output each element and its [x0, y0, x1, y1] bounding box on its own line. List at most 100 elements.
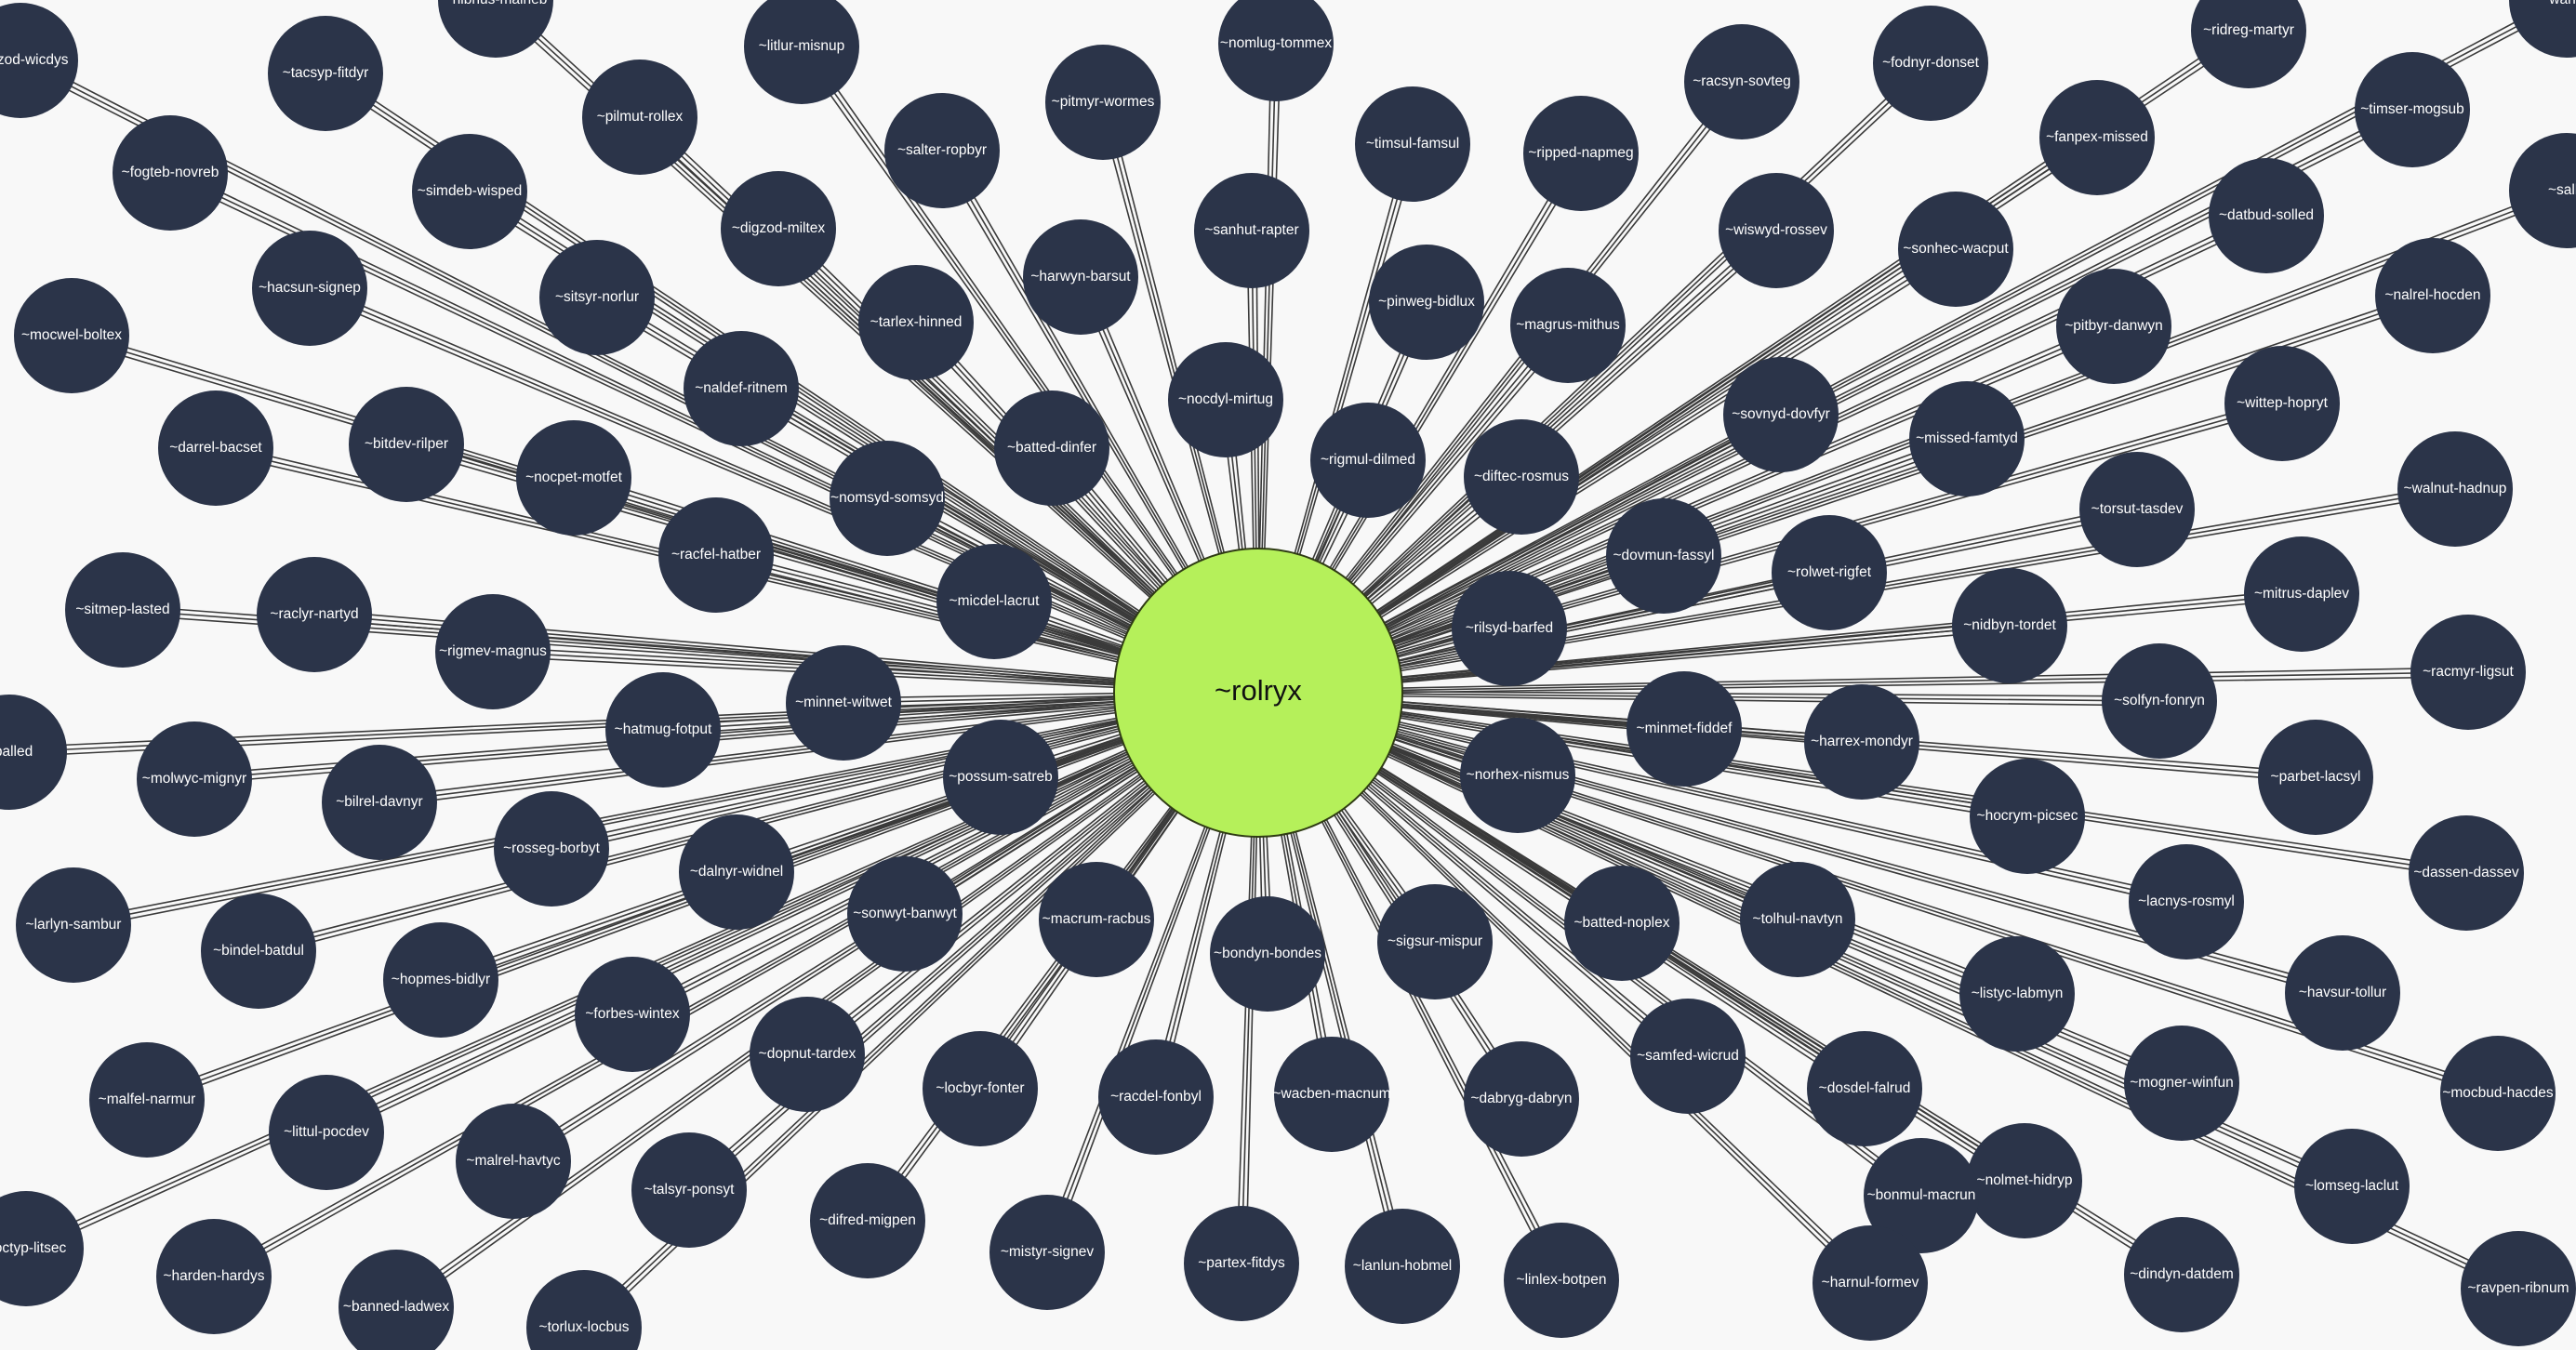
graph-node[interactable]: ~micdel-lacrut [936, 544, 1052, 659]
graph-node-circle[interactable] [1970, 759, 2085, 874]
graph-node[interactable]: ~nidbyn-tordet [1952, 568, 2067, 683]
graph-node-circle[interactable] [156, 1219, 272, 1334]
graph-node-circle[interactable] [137, 721, 252, 837]
graph-node[interactable]: ~diftec-rosmus [1464, 419, 1579, 535]
graph-node-circle[interactable] [989, 1195, 1105, 1310]
graph-node-circle[interactable] [1098, 1039, 1214, 1155]
graph-node[interactable]: ~sovnyd-dovfyr [1723, 357, 1839, 472]
graph-node[interactable]: ~digzod-miltex [721, 171, 836, 286]
graph-node-circle[interactable] [2079, 452, 2195, 567]
graph-node-circle[interactable] [1168, 342, 1283, 457]
graph-node[interactable]: ~dassen-dassev [2409, 815, 2524, 931]
graph-node-circle[interactable] [1377, 884, 1493, 999]
graph-node-circle[interactable] [1194, 173, 1309, 288]
graph-node-circle[interactable] [2285, 935, 2400, 1051]
graph-node-circle[interactable] [438, 0, 553, 58]
graph-node[interactable]: ~bitdev-rilper [349, 387, 464, 502]
graph-node-circle[interactable] [1952, 568, 2067, 683]
graph-node[interactable]: ~malfel-narmur [89, 1042, 205, 1158]
graph-node[interactable]: ~partex-fitdys [1184, 1206, 1299, 1321]
graph-node-circle[interactable] [2244, 536, 2359, 652]
graph-node-circle[interactable] [2461, 1231, 2576, 1346]
graph-node-circle[interactable] [113, 115, 228, 231]
graph-node[interactable]: ~pitmyr-wormes [1045, 45, 1161, 160]
graph-node-circle[interactable] [339, 1250, 454, 1350]
graph-node-circle[interactable] [810, 1163, 925, 1278]
graph-node[interactable]: ~timsul-famsul [1355, 86, 1470, 202]
graph-node[interactable]: ~torsut-tasdev [2079, 452, 2195, 567]
graph-node-circle[interactable] [2056, 269, 2171, 384]
graph-node[interactable]: ~litlur-misnup [744, 0, 859, 104]
graph-node-circle[interactable] [16, 867, 131, 983]
graph-node-circle[interactable] [1864, 1138, 1979, 1253]
graph-node[interactable]: ~batted-dinfer [994, 390, 1109, 506]
graph-node[interactable]: ~minmet-fiddef [1627, 671, 1742, 787]
graph-node[interactable]: ~harwyn-barsut [1023, 219, 1138, 335]
graph-node-circle[interactable] [201, 893, 316, 1009]
graph-node[interactable]: ~difred-migpen [810, 1163, 925, 1278]
graph-node[interactable]: ~sitsyr-norlur [539, 240, 655, 355]
graph-node[interactable]: ~dalnyr-widnel [679, 814, 794, 930]
graph-node[interactable]: ~tolhul-navtyn [1740, 862, 1855, 977]
graph-node-circle[interactable] [1740, 862, 1855, 977]
graph-node-circle[interactable] [1039, 862, 1154, 977]
graph-node[interactable]: ~littul-pocdev [269, 1075, 384, 1190]
graph-node[interactable]: ~lomseg-laclut [2294, 1129, 2410, 1244]
graph-node-circle[interactable] [1510, 268, 1626, 383]
graph-node-circle[interactable] [539, 240, 655, 355]
graph-node-circle[interactable] [1807, 1031, 1922, 1146]
graph-node-circle[interactable] [456, 1104, 571, 1219]
graph-node-circle[interactable] [943, 720, 1058, 835]
graph-node-circle[interactable] [1719, 173, 1834, 288]
graph-node[interactable]: ~nolmet-hidryp [1967, 1123, 2082, 1238]
graph-node[interactable]: ~hacsun-signep [252, 231, 367, 346]
graph-node[interactable]: ~nocpet-motfet [516, 420, 631, 536]
graph-node[interactable]: ~dindyn-datdem [2124, 1217, 2239, 1332]
graph-node[interactable]: ~sonwyt-banwyt [847, 856, 963, 972]
graph-node-circle[interactable] [1184, 1206, 1299, 1321]
graph-node-circle[interactable] [494, 791, 609, 907]
graph-node[interactable]: ~rilsyd-barfed [1452, 571, 1567, 686]
graph-node[interactable]: ~wanfer [2509, 0, 2576, 58]
graph-node[interactable]: ~harnul-formev [1812, 1225, 1928, 1341]
graph-node-circle[interactable] [0, 3, 78, 118]
graph-node-circle[interactable] [2409, 815, 2524, 931]
graph-node-circle[interactable] [383, 922, 498, 1038]
graph-node[interactable]: ~racfel-hatber [658, 497, 774, 613]
graph-node[interactable]: ~nomsyd-somsyd [830, 441, 945, 556]
graph-node[interactable]: ~parbet-lacsyl [2258, 720, 2373, 835]
graph-node[interactable]: ~rigmev-magnus [435, 594, 551, 709]
graph-node[interactable]: ~timser-mogsub [2355, 52, 2470, 167]
graph-node-circle[interactable] [1909, 381, 2025, 496]
graph-node-circle[interactable] [252, 231, 367, 346]
graph-node-circle[interactable] [1606, 498, 1721, 614]
graph-node[interactable]: ~banned-ladwex [339, 1250, 454, 1350]
graph-node-circle[interactable] [2509, 0, 2576, 58]
graph-node-circle[interactable] [1310, 403, 1426, 518]
graph-node[interactable]: ~malrel-havtyc [456, 1104, 571, 1219]
graph-node-circle[interactable] [1772, 515, 1887, 630]
graph-node-circle[interactable] [2224, 346, 2340, 461]
graph-node[interactable]: ~walnut-hadnup [2397, 431, 2513, 547]
graph-node[interactable]: ~dosdel-falrud [1807, 1031, 1922, 1146]
graph-node-circle[interactable] [1627, 671, 1742, 787]
graph-node-circle[interactable] [1023, 219, 1138, 335]
graph-node[interactable]: ~sonhec-wacput [1898, 192, 2013, 307]
graph-node[interactable]: ~pilmut-rollex [582, 60, 697, 175]
graph-node[interactable]: ~hocrym-picsec [1970, 759, 2085, 874]
graph-node[interactable]: ~dopnut-tardex [750, 997, 865, 1112]
graph-node-circle[interactable] [435, 594, 551, 709]
graph-node-circle[interactable] [2102, 643, 2217, 759]
graph-node-circle[interactable] [575, 957, 690, 1072]
graph-node[interactable]: ~mistyr-signev [989, 1195, 1105, 1310]
graph-node[interactable]: ~fanpex-missed [2039, 80, 2155, 195]
graph-node[interactable]: ~locbyr-fonter [923, 1031, 1038, 1146]
graph-node-circle[interactable] [2397, 431, 2513, 547]
graph-node-circle[interactable] [786, 645, 901, 761]
graph-node[interactable]: ~mogner-winfun [2124, 1026, 2239, 1141]
graph-node-circle[interactable] [2124, 1026, 2239, 1141]
graph-node-circle[interactable] [1684, 24, 1799, 139]
graph-node-circle[interactable] [1523, 96, 1639, 211]
graph-node-circle[interactable] [89, 1042, 205, 1158]
graph-node-circle[interactable] [2209, 158, 2324, 273]
